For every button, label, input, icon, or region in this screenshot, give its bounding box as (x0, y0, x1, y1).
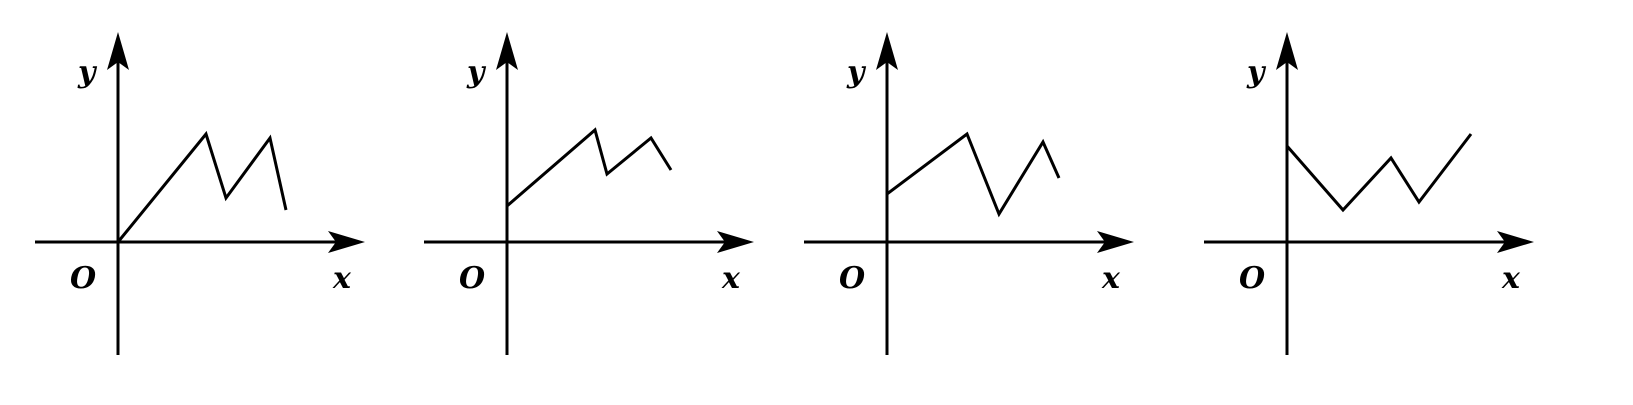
graph-line (886, 131, 1061, 218)
y-axis-arrow-icon (1276, 32, 1298, 70)
y-axis-arrow-icon (496, 32, 518, 70)
y-axis-label: y (846, 55, 867, 90)
origin-label: O (70, 261, 96, 296)
graph-line (116, 130, 288, 243)
graph-line (1285, 133, 1473, 213)
origin-label: O (839, 261, 865, 296)
origin-label: O (459, 261, 485, 296)
x-axis-arrow-icon (1497, 231, 1534, 253)
x-axis-arrow-icon (717, 231, 754, 253)
x-axis-arrow-icon (328, 231, 365, 253)
x-axis-arrow-icon (1097, 231, 1134, 253)
x-axis-label: x (721, 261, 741, 296)
origin-label: O (1239, 261, 1265, 296)
y-axis-label: y (77, 55, 98, 90)
y-axis-label: y (466, 55, 487, 90)
y-axis-arrow-icon (876, 32, 898, 70)
y-axis-arrow-icon (107, 32, 129, 70)
x-axis-label: x (332, 261, 352, 296)
graph-line (506, 127, 673, 208)
x-axis-label: x (1501, 261, 1521, 296)
x-axis-label: x (1101, 261, 1121, 296)
y-axis-label: y (1246, 55, 1267, 90)
